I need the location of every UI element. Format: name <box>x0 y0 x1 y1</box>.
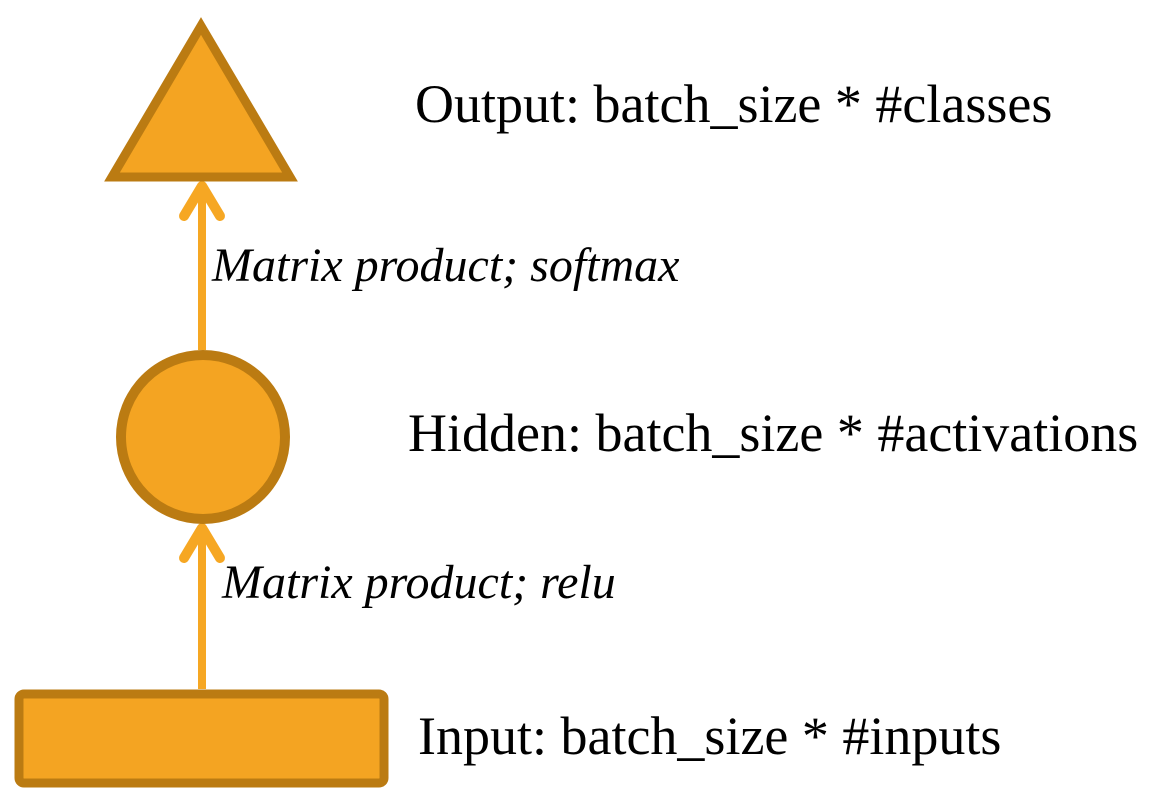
output-node-label: Output: batch_size * #classes <box>415 74 1053 134</box>
hidden-node-circle <box>116 350 290 524</box>
arrow-input-to-hidden <box>179 523 225 689</box>
arrow-up-icon <box>179 523 225 563</box>
output-node-triangle <box>104 17 298 182</box>
arrow-hidden-to-output <box>179 181 225 350</box>
input-node-rect <box>14 689 389 788</box>
edge-label-softmax: Matrix product; softmax <box>212 239 680 292</box>
input-node-label: Input: batch_size * #inputs <box>418 706 1002 766</box>
edge-label-relu: Matrix product; relu <box>222 556 616 609</box>
hidden-node-label: Hidden: batch_size * #activations <box>408 403 1139 463</box>
arrow-up-icon <box>179 181 225 221</box>
